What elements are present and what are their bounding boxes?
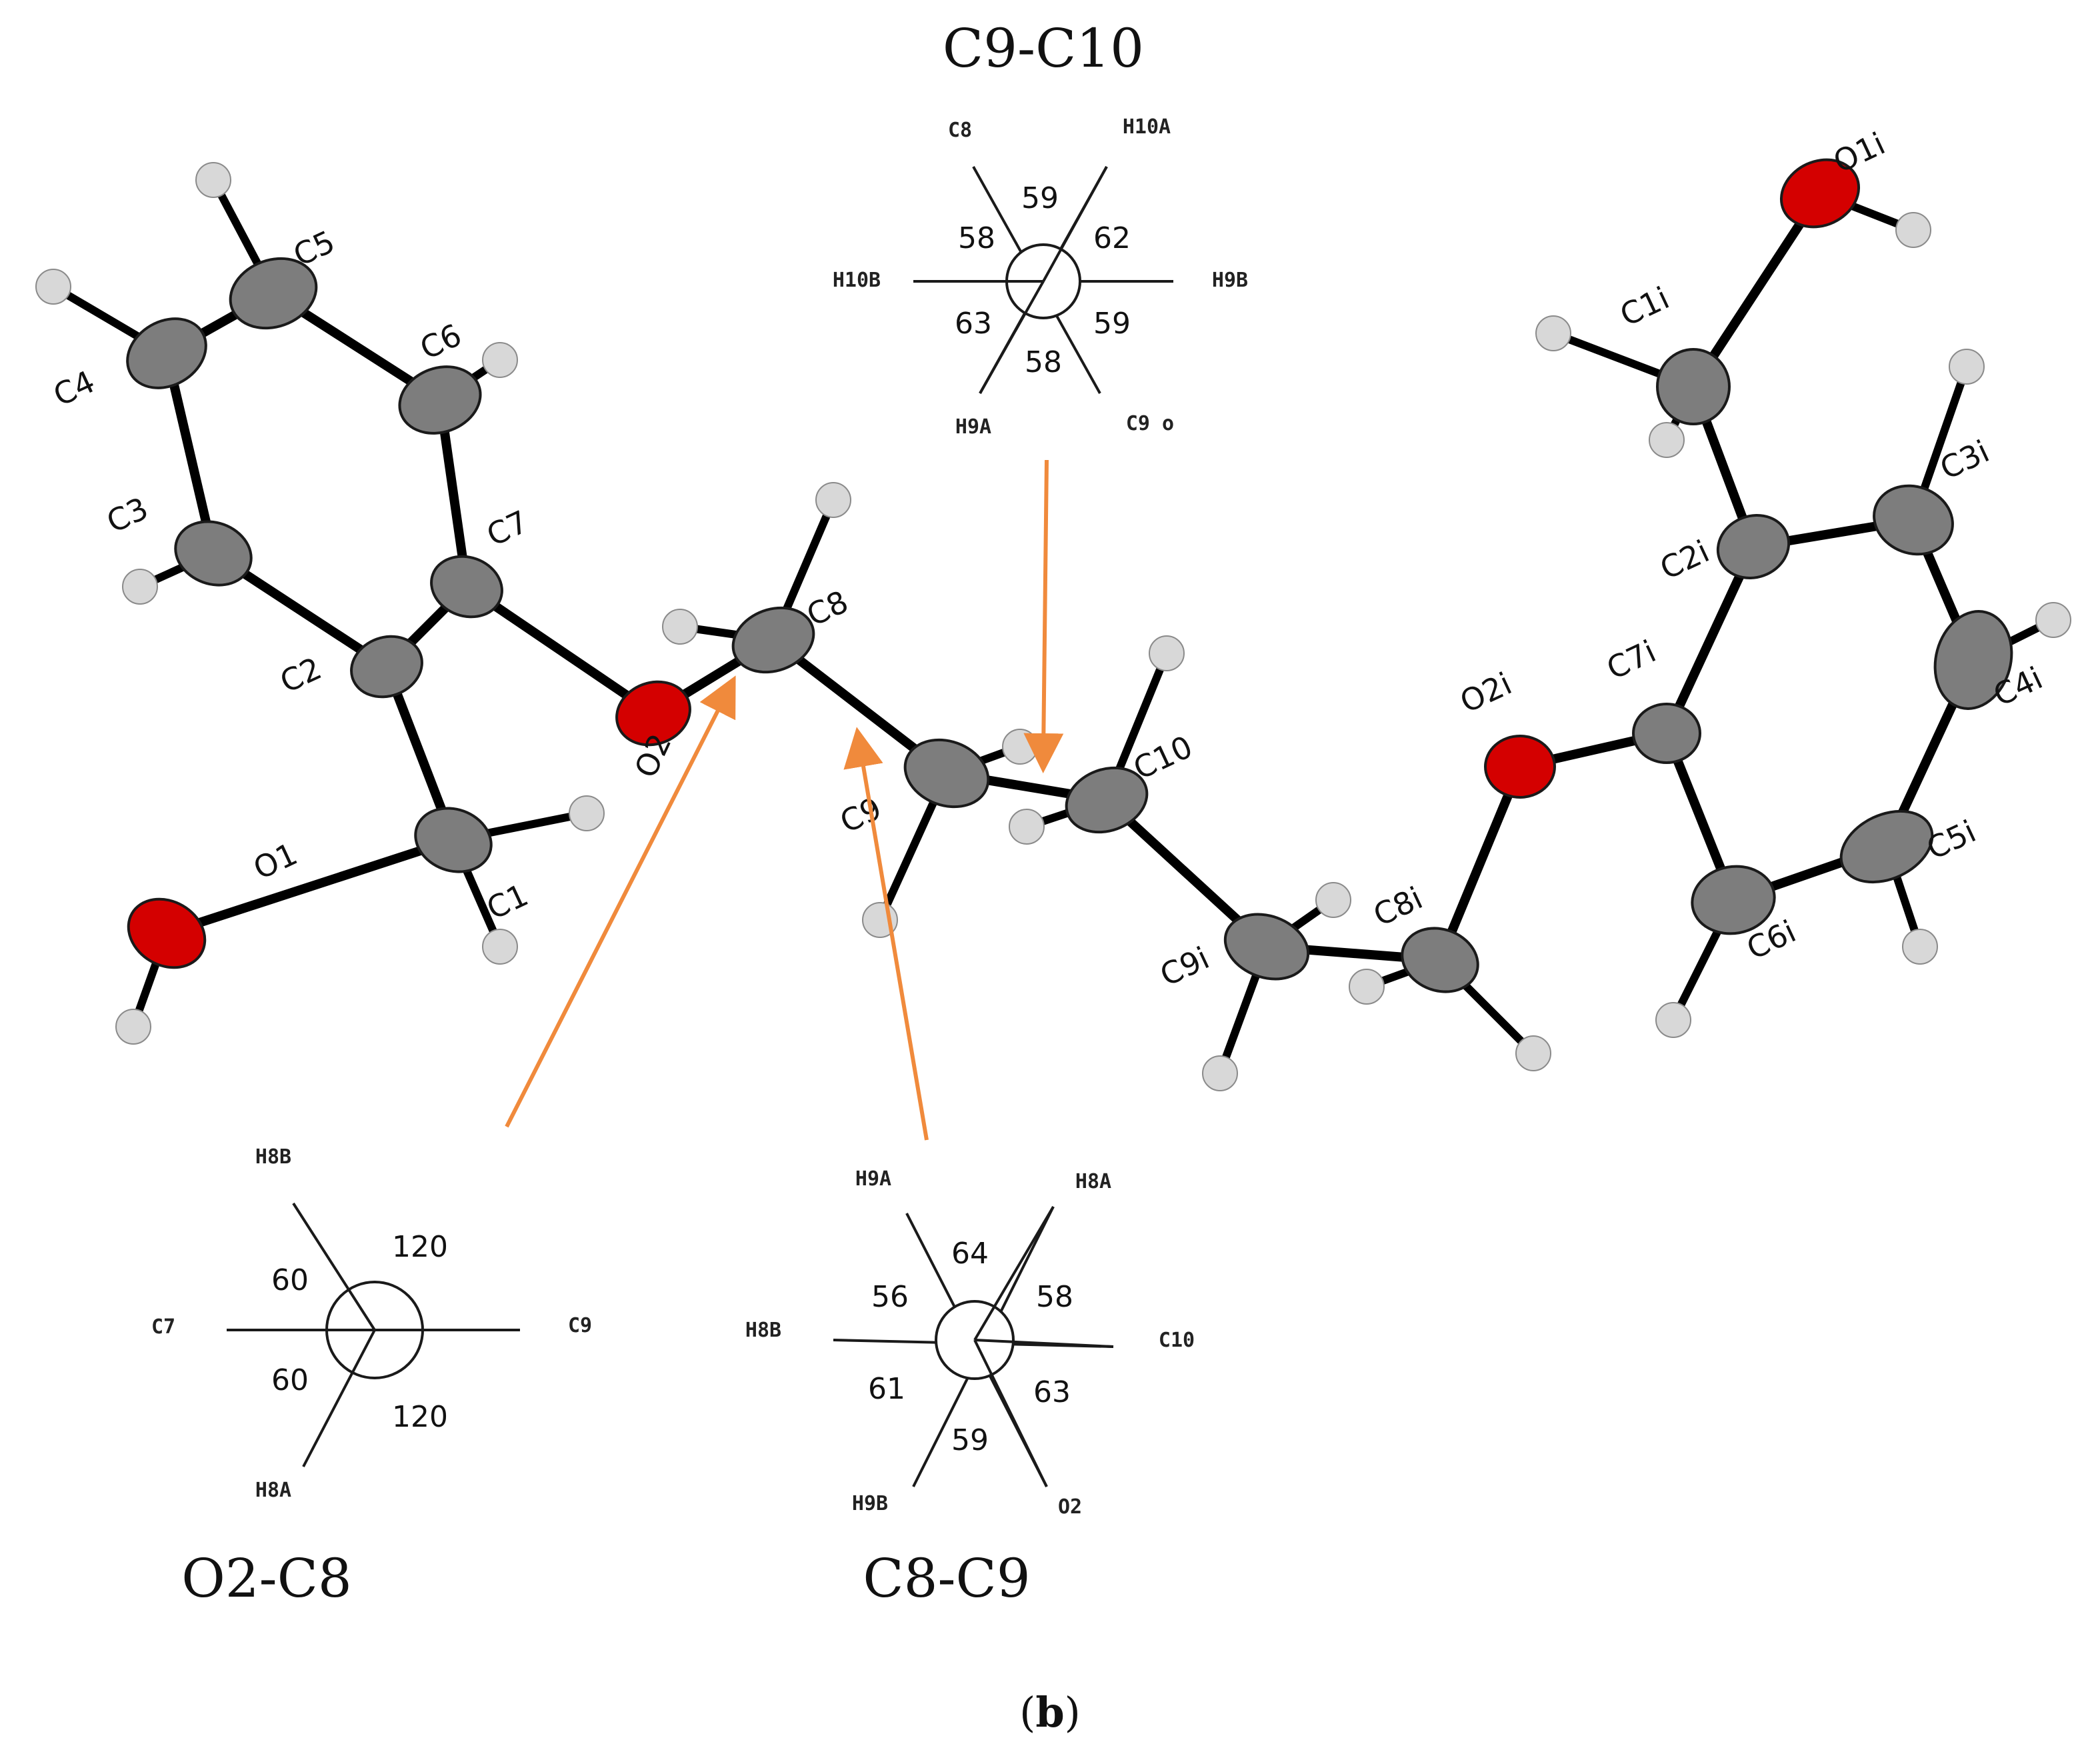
atom-label-c1i: C1i: [1615, 280, 1675, 333]
atom-label-c5i: C5i: [1921, 813, 1981, 867]
newman-c9-c10-angle-lr: 59: [1093, 307, 1131, 341]
newman-c8-c9-h8b: H8B: [745, 1319, 781, 1342]
newman-c9-c10-h9b: H9B: [1212, 269, 1248, 292]
newman-c9-c10-h10a: H10A: [1123, 115, 1171, 139]
projection-arrows: [505, 459, 1064, 1141]
newman-c9-c10-h9a: H9A: [955, 415, 991, 439]
atom-label-c9: C9: [835, 790, 887, 840]
newman-title-c8-c9: C8-C9: [863, 1547, 1030, 1609]
newman-c8-c9-angle-lr: 63: [1033, 1375, 1071, 1409]
newman-title-o2-c8: O2-C8: [181, 1547, 352, 1609]
atom-label-c3: C3: [101, 490, 153, 540]
newman-c9-c10-angle-top: 59: [1021, 181, 1059, 215]
atom-label-c8i: C8i: [1368, 880, 1428, 933]
atom-label-c9i: C9i: [1155, 940, 1215, 993]
atom-label-c6: C6: [415, 317, 467, 367]
atom-label-c7: C7: [481, 503, 533, 553]
newman-c8-c9-h9a: H9A: [855, 1167, 891, 1191]
newman-o2-c8-c7: C7: [151, 1315, 175, 1339]
newman-o2-c8-angle-ll: 60: [271, 1363, 309, 1397]
newman-projection-c8-c9: H9A H8A H8B C10 H9B O2 64 56 58 61 63 59…: [745, 1167, 1195, 1609]
newman-o2-c8-angle-ur: 120: [392, 1230, 448, 1264]
caption-letter: b: [1035, 1688, 1064, 1737]
atom-label-c10: C10: [1128, 729, 1198, 787]
newman-projection-o2-c8: H8B C7 C9 H8A 60 120 60 120 O2-C8: [151, 1145, 592, 1609]
newman-c8-c9-angle-ll: 61: [868, 1372, 905, 1406]
atom-label-o2i: O2i: [1455, 665, 1517, 720]
newman-c8-c9-angle-ur: 58: [1036, 1280, 1073, 1314]
newman-c8-c9-h9b: H9B: [852, 1492, 888, 1515]
newman-c8-c9-angle-top: 64: [951, 1237, 989, 1271]
atom-label-c4: C4: [48, 363, 100, 413]
newman-c8-c9-h8a: H8A: [1075, 1170, 1111, 1193]
atom-label-c2: C2: [275, 650, 327, 700]
newman-c9-c10-angle-ul: 58: [958, 221, 995, 255]
arrow-c9-c10: [1023, 459, 1064, 773]
arrow-c8-c9: [843, 727, 929, 1141]
newman-c8-c9-o2: O2: [1058, 1495, 1082, 1519]
figure-caption: (b): [1019, 1688, 1081, 1737]
newman-title-c9-c10: C9-C10: [943, 17, 1144, 79]
newman-c9-c10-angle-ur: 62: [1093, 221, 1131, 255]
newman-o2-c8-h8a: H8A: [255, 1479, 291, 1502]
atom-label-o1: O1: [248, 835, 303, 887]
newman-o2-c8-angle-lr: 120: [392, 1400, 448, 1434]
heavy-atoms: [126, 158, 2013, 993]
caption-close: ): [1065, 1688, 1081, 1737]
newman-c8-c9-angle-ul: 56: [871, 1280, 909, 1314]
newman-o2-c8-angle-ul: 60: [271, 1263, 309, 1297]
arrow-o2-c8: [505, 675, 736, 1128]
hydrogen-atoms: [35, 162, 2071, 1091]
newman-c9-c10-angle-bottom: 58: [1025, 345, 1062, 379]
newman-c8-c9-c10: C10: [1159, 1329, 1195, 1352]
newman-c9-c10-c8: C8: [948, 119, 972, 142]
atom-label-c2i: C2i: [1655, 533, 1715, 587]
atom-label-c7i: C7i: [1601, 633, 1661, 687]
newman-c9-c10-angle-ll: 63: [955, 307, 992, 341]
newman-projection-c9-c10: C9-C10 C8 H10A H10B H9B H9A C9 o 59 58 6…: [833, 17, 1248, 439]
newman-c9-c10-h10b: H10B: [833, 269, 881, 292]
caption-open: (: [1019, 1688, 1035, 1737]
newman-circle-o2-c8: [325, 1281, 424, 1379]
newman-o2-c8-h8b: H8B: [255, 1145, 291, 1169]
newman-c9-c10-c9o: C9 o: [1126, 412, 1174, 435]
newman-o2-c8-c9: C9: [568, 1314, 592, 1337]
newman-c8-c9-angle-bottom: 59: [951, 1423, 989, 1457]
